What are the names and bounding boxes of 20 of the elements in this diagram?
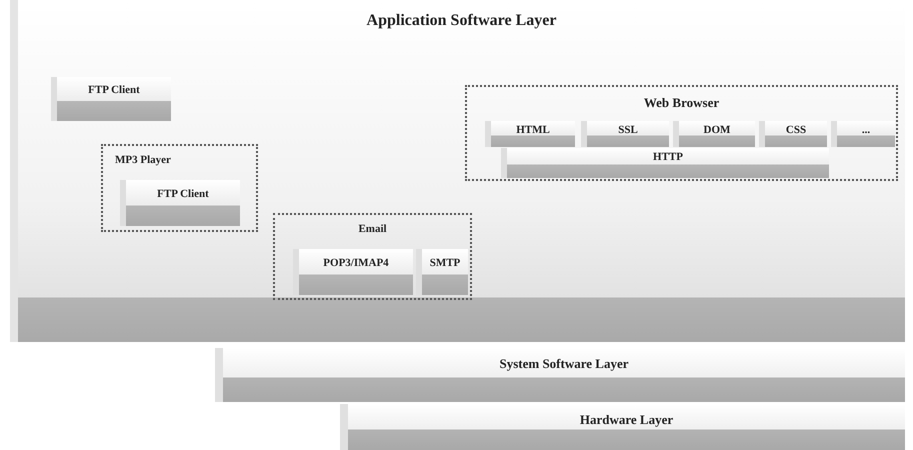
component-block: HTTP: [501, 148, 829, 178]
group-title: Web Browser: [644, 95, 720, 111]
component-block: DOM: [673, 121, 755, 147]
group-title: Email: [358, 223, 387, 235]
group-title: MP3 Player: [115, 154, 171, 166]
layer-slab: System Software Layer: [215, 348, 905, 402]
component-block: SSL: [581, 121, 669, 147]
component-block: HTML: [485, 121, 575, 147]
component-block: ...: [831, 121, 895, 147]
group-frame: [465, 85, 898, 181]
component-block: POP3/IMAP4: [293, 249, 413, 295]
component-block: FTP Client: [51, 77, 171, 121]
component-block: FTP Client: [120, 180, 240, 226]
group-frame: [101, 144, 258, 232]
layer-slab: [10, 0, 905, 342]
layer-title: Application Software Layer: [366, 12, 556, 30]
component-block: CSS: [759, 121, 827, 147]
group-frame: [273, 213, 472, 300]
layer-slab: Hardware Layer: [340, 404, 905, 450]
component-block: SMTP: [416, 249, 468, 295]
